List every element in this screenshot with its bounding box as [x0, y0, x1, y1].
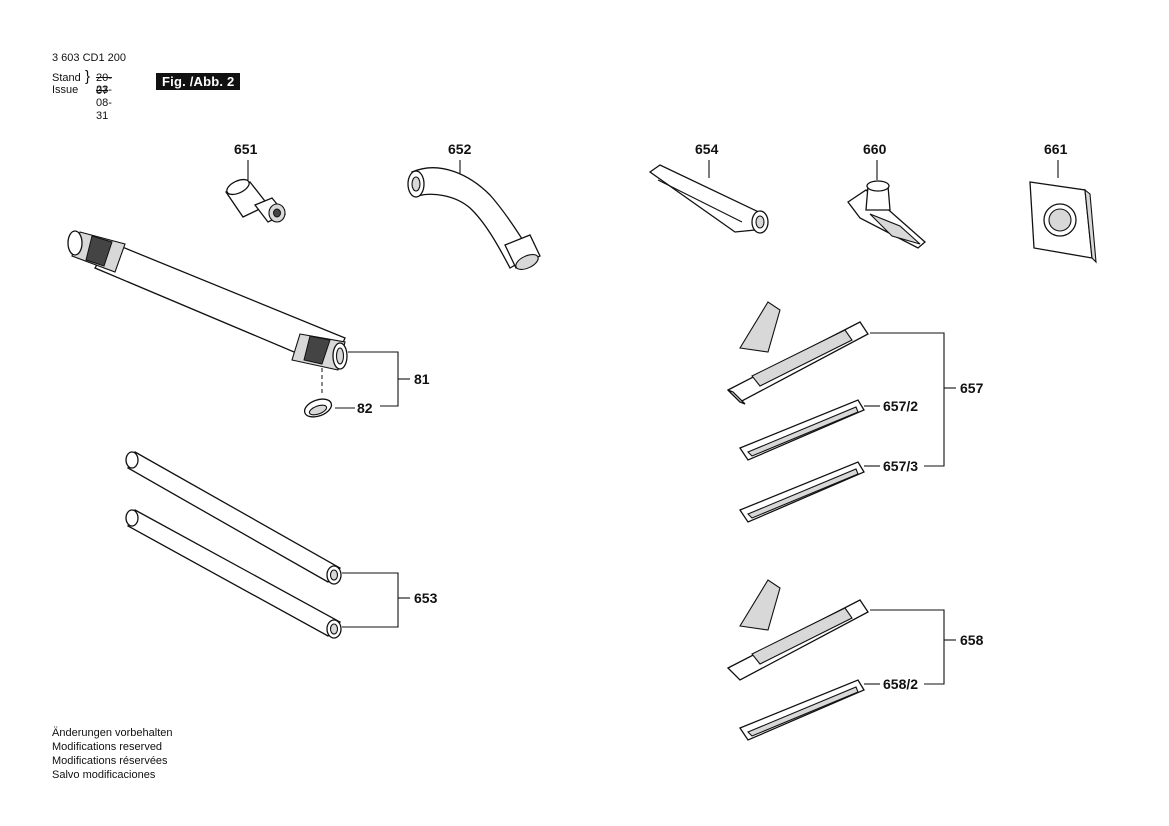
note-de: Änderungen vorbehalten — [52, 727, 173, 739]
part-651-adapter-drawing — [225, 160, 287, 223]
part-657-2-insert-drawing — [739, 399, 865, 461]
label-81: 81 — [414, 371, 430, 387]
note-es: Salvo modificaciones — [52, 769, 156, 781]
label-651: 651 — [234, 141, 258, 157]
part-660-nozzle-drawing — [847, 160, 926, 249]
part-652-curved-handle-drawing — [407, 160, 541, 270]
part-658-floor-nozzle-drawing — [726, 579, 869, 681]
label-658-2: 658/2 — [883, 676, 918, 692]
label-657: 657 — [960, 380, 984, 396]
note-fr: Modifications réservées — [52, 755, 168, 767]
modification-notes: Änderungen vorbehalten Modifications res… — [52, 726, 172, 782]
issue-row: Issue 23-08-31 — [52, 84, 112, 122]
part-654-crevice-nozzle-drawing — [648, 160, 769, 234]
label-661: 661 — [1044, 141, 1068, 157]
label-82: 82 — [357, 400, 373, 416]
stand-label: Stand — [52, 72, 81, 84]
label-652: 652 — [448, 141, 472, 157]
issue-date: 23-08-31 — [96, 84, 112, 122]
stand-row: Stand } 20-07 — [52, 69, 112, 97]
label-653: 653 — [414, 590, 438, 606]
part-658-2-insert-drawing — [739, 679, 865, 741]
label-657-3: 657/3 — [883, 458, 918, 474]
part-661-filter-drawing — [1029, 160, 1097, 264]
label-660: 660 — [863, 141, 887, 157]
part-657-floor-nozzle-drawing — [726, 301, 869, 405]
figure-badge: Fig. /Abb. 2 — [156, 73, 241, 90]
part-657-3-insert-drawing — [739, 461, 865, 523]
part-81-tube-drawing — [67, 230, 348, 396]
issue-label: Issue — [52, 84, 79, 96]
note-en: Modifications reserved — [52, 741, 163, 753]
stand-date: 20-07 — [96, 72, 112, 97]
document-number: 3 603 CD1 200 — [52, 52, 126, 64]
part-653-tubes-drawing — [125, 451, 342, 639]
label-658: 658 — [960, 632, 984, 648]
brace-icon: } — [85, 68, 91, 85]
part-82-ring-drawing — [303, 398, 333, 418]
label-657-2: 657/2 — [883, 398, 918, 414]
label-654: 654 — [695, 141, 719, 157]
